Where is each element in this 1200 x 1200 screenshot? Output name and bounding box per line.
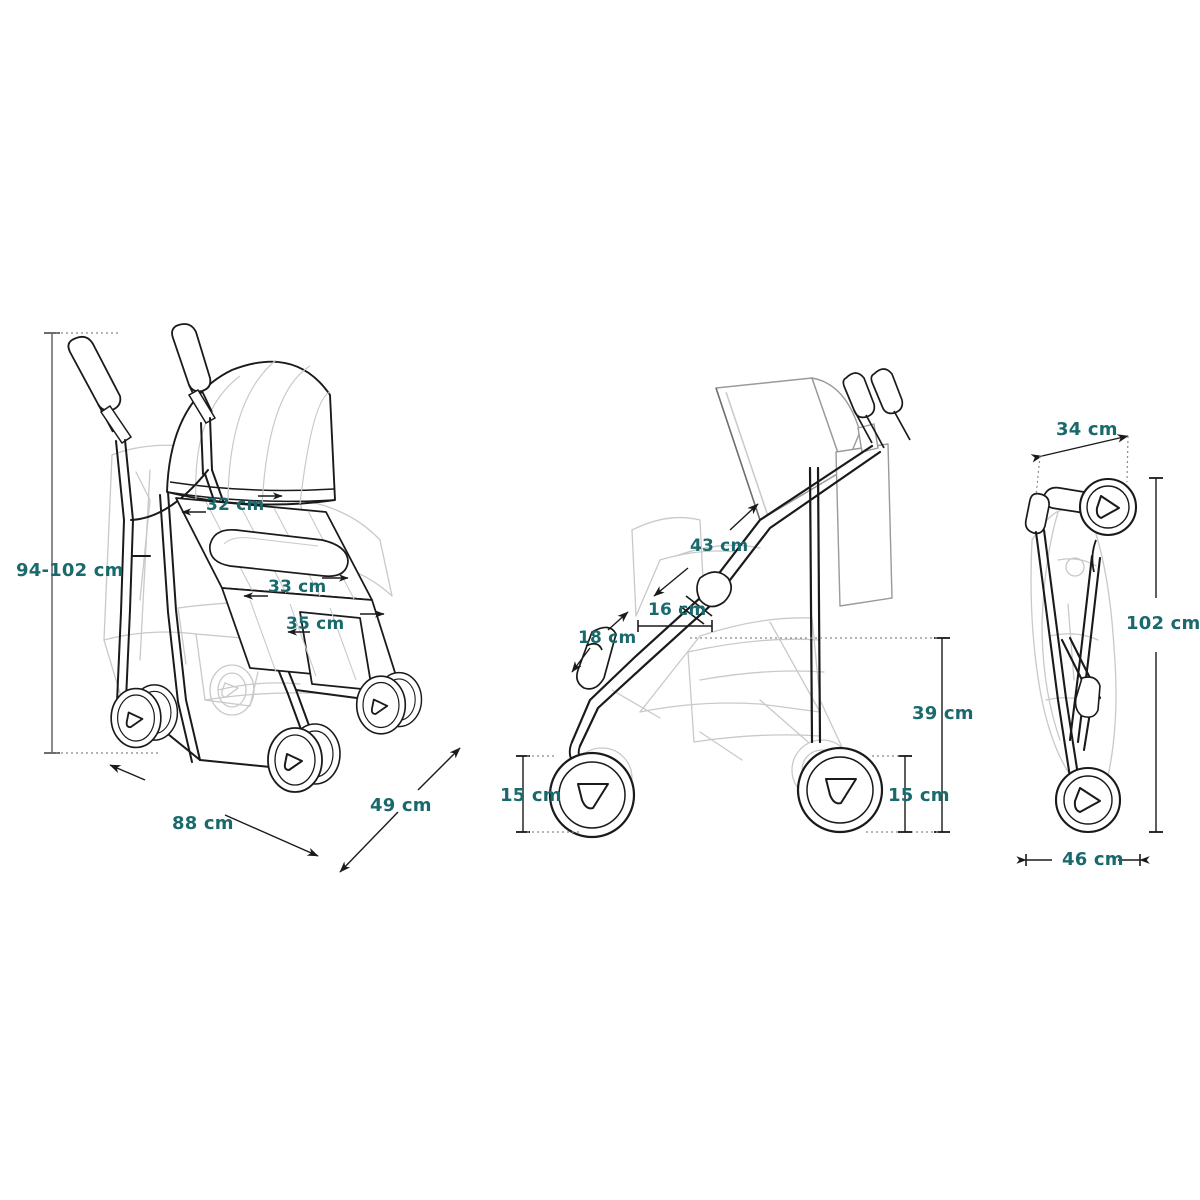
canopy-ribs-v1	[195, 359, 331, 507]
dimension-label-35cm: 35 cm	[286, 614, 345, 634]
dimension-label-34cm: 34 cm	[1056, 419, 1118, 440]
folded-frame-v3	[1034, 528, 1102, 792]
wheel-top-v3	[1078, 477, 1138, 537]
handlebars-v2	[842, 368, 911, 449]
dimension-label-33cm: 33 cm	[268, 577, 327, 597]
wheel-rear-v1	[355, 671, 423, 735]
hanging-fabric-v2	[835, 423, 893, 607]
wheel-front-left-v1	[110, 683, 179, 749]
dimension-label-88cm: 88 cm	[172, 813, 234, 834]
bumper-bar-v1	[209, 528, 349, 578]
dimension-label-49cm: 49 cm	[370, 795, 432, 816]
stroller-open-quarter-view	[67, 323, 423, 793]
folded-wheel-stem-v3	[1091, 539, 1097, 573]
dimension-label-15cm-rear: 15 cm	[888, 785, 950, 806]
wheel-bottom-v3	[1054, 766, 1122, 834]
stroller-open-side-view	[548, 368, 911, 839]
footrest-v2	[576, 626, 617, 690]
folded-handle-v3	[1024, 486, 1094, 535]
dimline-43-v2	[729, 503, 759, 531]
wheel-rear-v2	[796, 746, 884, 834]
dimline-49-v1	[417, 747, 461, 791]
dimension-label-16cm: 16 cm	[648, 600, 707, 620]
bumper-highlight-v1	[223, 537, 319, 547]
dimension-label-39cm: 39 cm	[912, 703, 974, 724]
dimension-label-height-94-102: 94-102 cm	[16, 560, 124, 581]
folded-clip-v3	[1074, 676, 1101, 718]
dimension-lines-v3	[1016, 434, 1163, 866]
dimension-lines-v2	[516, 503, 950, 833]
handle-joints-v1	[99, 388, 217, 445]
stroller-folded-view	[1024, 477, 1138, 834]
dimension-label-15cm-front: 15 cm	[500, 785, 562, 806]
dimension-label-46cm: 46 cm	[1062, 849, 1124, 870]
dimline-88-v1	[109, 764, 146, 781]
seat-joint-v2	[679, 571, 733, 625]
dimension-label-18cm: 18 cm	[578, 628, 637, 648]
dimline-34-v3	[1030, 434, 1129, 463]
dimension-lines-v1	[44, 332, 461, 873]
dimension-label-102cm: 102 cm	[1126, 613, 1200, 634]
dimension-label-32cm: 32 cm	[206, 495, 265, 515]
frame-v2	[570, 444, 882, 748]
ghost-structure-v2	[571, 516, 853, 809]
dimline-18-v2	[607, 611, 629, 631]
wheel-front-right-v1	[267, 723, 341, 793]
ghost-structure-v3	[1030, 509, 1117, 785]
dimension-label-43cm: 43 cm	[690, 536, 749, 556]
wheel-front-v2	[548, 751, 636, 839]
